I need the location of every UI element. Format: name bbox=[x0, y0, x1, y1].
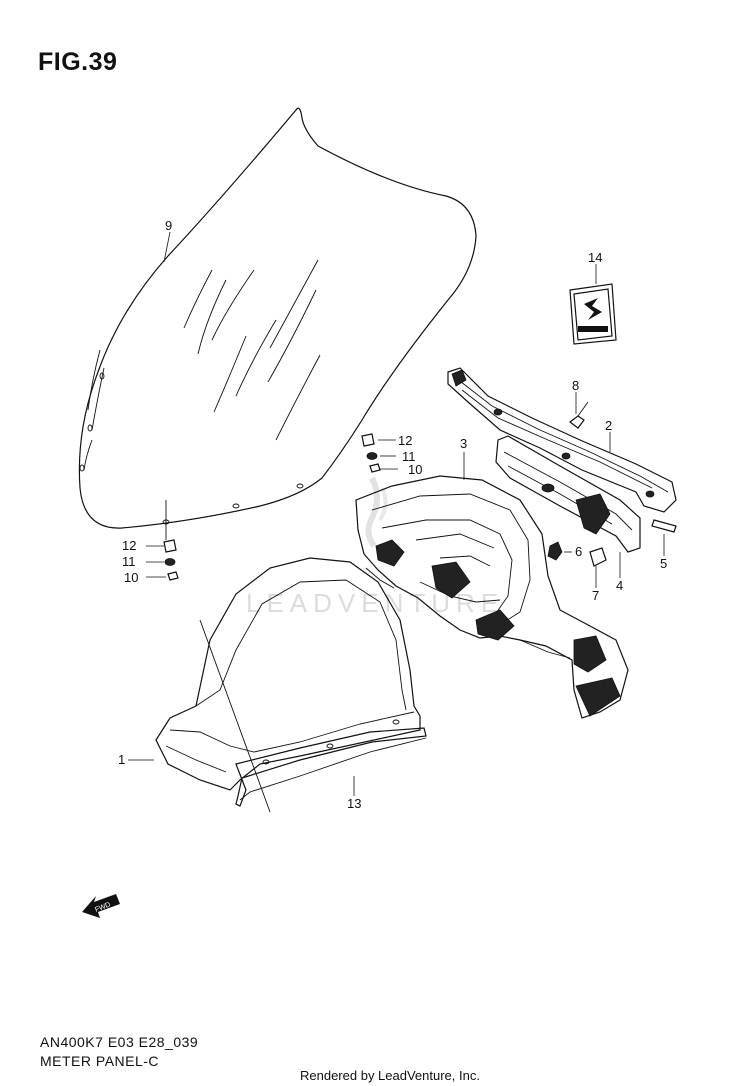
footer-credit: Rendered by LeadVenture, Inc. bbox=[300, 1068, 480, 1083]
callout-7: 7 bbox=[592, 588, 599, 603]
upper-brace bbox=[447, 367, 677, 513]
figure-subtitle: METER PANEL-C bbox=[40, 1053, 160, 1069]
model-code: AN400K7 E03 E28_039 bbox=[40, 1034, 199, 1050]
callouts: 9 14 8 2 12 11 10 3 12 11 10 6 4 5 7 1 1… bbox=[118, 218, 667, 811]
meter-cover bbox=[155, 557, 421, 813]
callout-13: 13 bbox=[347, 796, 361, 811]
pin bbox=[651, 519, 677, 533]
hardware-right bbox=[361, 433, 381, 473]
callout-3: 3 bbox=[460, 436, 467, 451]
fwd-arrow-icon: FWD bbox=[82, 894, 120, 918]
leader-lines bbox=[128, 231, 665, 796]
callout-10a: 10 bbox=[408, 462, 422, 477]
seal bbox=[235, 727, 427, 807]
clip bbox=[547, 541, 563, 561]
windscreen bbox=[78, 107, 477, 529]
callout-12b: 12 bbox=[122, 538, 136, 553]
callout-10b: 10 bbox=[124, 570, 138, 585]
callout-11b: 11 bbox=[122, 554, 136, 569]
hardware-left bbox=[163, 500, 179, 581]
watermark-text: LEADVENTURE bbox=[246, 588, 504, 618]
callout-9: 9 bbox=[165, 218, 172, 233]
callout-11a: 11 bbox=[402, 449, 416, 464]
suzuki-emblem bbox=[569, 283, 617, 345]
lower-brace bbox=[495, 435, 641, 553]
callout-4: 4 bbox=[616, 578, 623, 593]
figure-title: FIG.39 bbox=[38, 48, 118, 76]
callout-12a: 12 bbox=[398, 433, 412, 448]
callout-2: 2 bbox=[605, 418, 612, 433]
callout-5: 5 bbox=[660, 556, 667, 571]
suzuki-s-logo bbox=[584, 298, 602, 320]
callout-6: 6 bbox=[575, 544, 582, 559]
callout-8: 8 bbox=[572, 378, 579, 393]
screw bbox=[569, 401, 589, 429]
callout-1: 1 bbox=[118, 752, 125, 767]
callout-14: 14 bbox=[588, 250, 602, 265]
meter-panel bbox=[355, 475, 629, 719]
nut bbox=[589, 547, 607, 567]
